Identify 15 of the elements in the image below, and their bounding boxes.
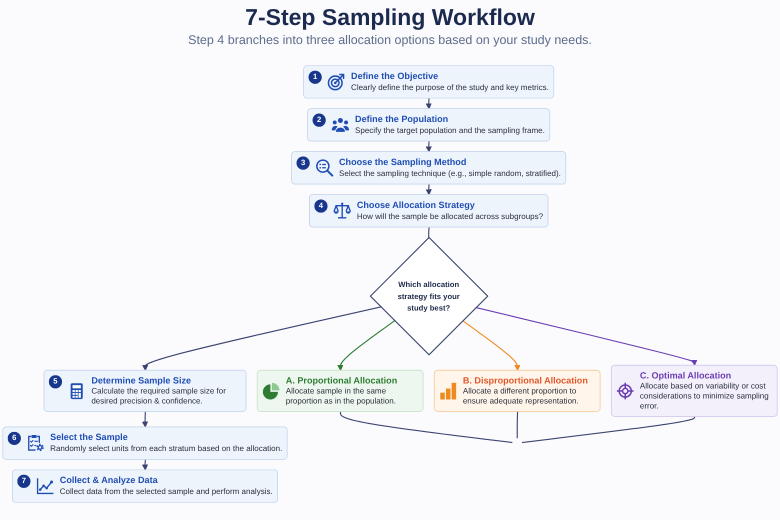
arrow bbox=[462, 320, 520, 371]
connector bbox=[428, 227, 430, 238]
connector bbox=[516, 412, 518, 438]
arrow bbox=[426, 98, 432, 110]
connector bbox=[522, 416, 696, 444]
arrow bbox=[142, 306, 381, 371]
arrow bbox=[142, 412, 148, 428]
arrow bbox=[337, 320, 395, 371]
arrow bbox=[476, 306, 698, 366]
arrow bbox=[426, 141, 432, 152]
arrow bbox=[142, 460, 148, 470]
arrow bbox=[426, 184, 432, 196]
title: 7-Step Sampling Workflow bbox=[245, 4, 535, 31]
subtitle: Step 4 branches into three allocation options based on your study needs. bbox=[188, 32, 592, 48]
connector bbox=[340, 412, 512, 444]
